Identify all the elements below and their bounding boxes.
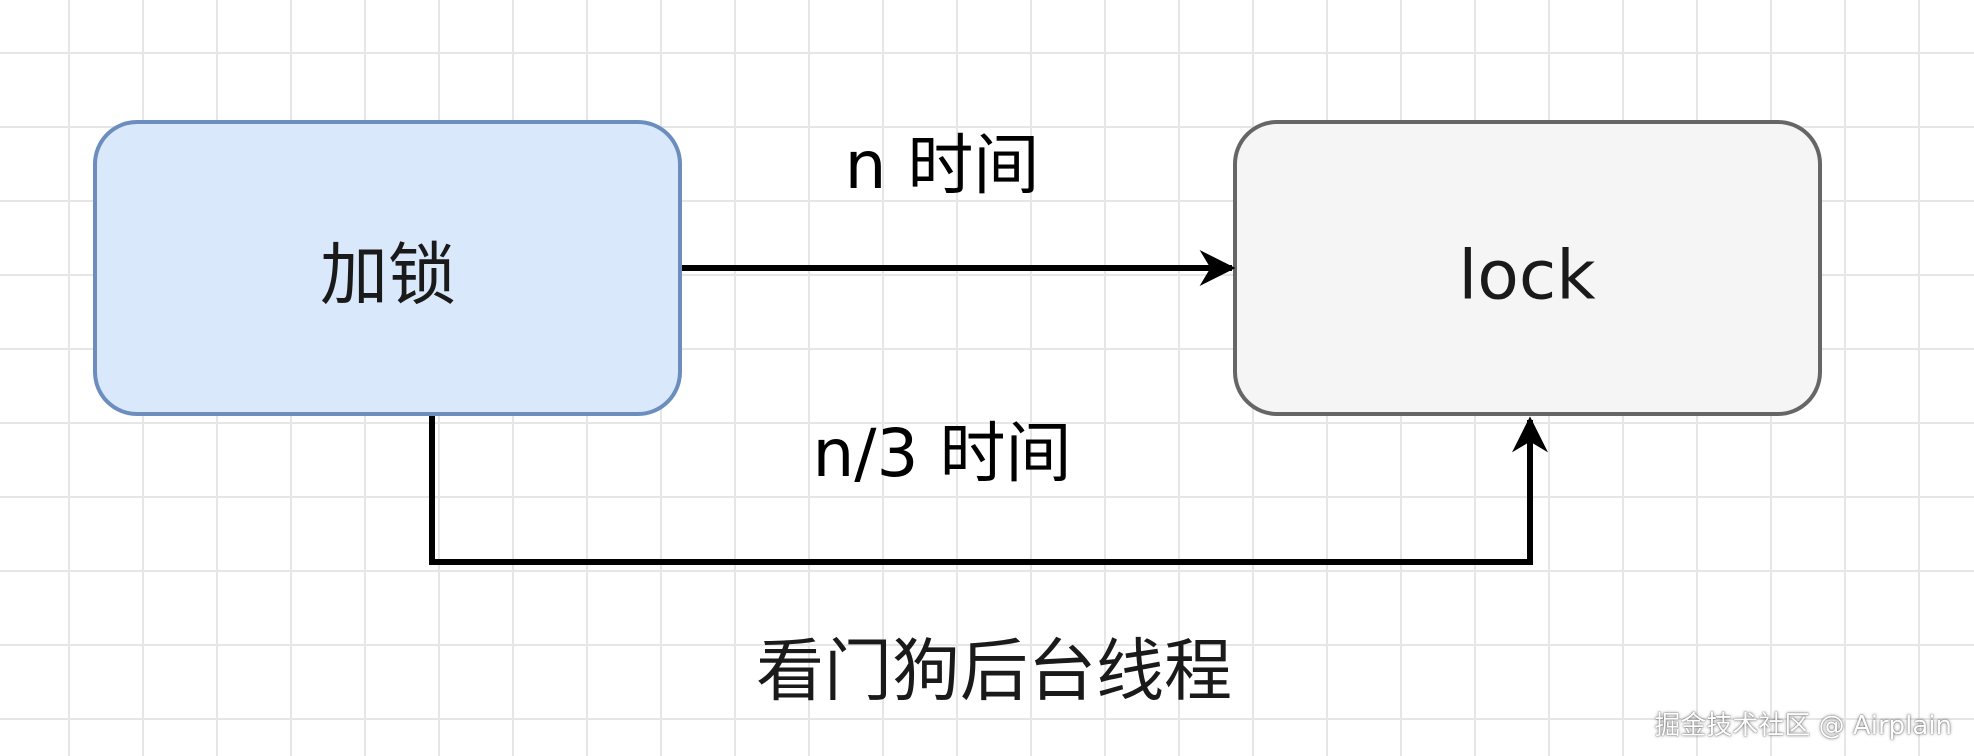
node-lock-state-label: lock — [1458, 237, 1596, 316]
edge-top-label: n 时间 — [845, 127, 1040, 204]
edge-bottom-label: n/3 时间 — [812, 415, 1071, 492]
node-lock-action-box — [93, 120, 682, 416]
diagram-caption: 看门狗后台线程 — [756, 633, 1232, 712]
edge-bottom-arrow — [429, 416, 1548, 565]
edge-bottom[interactable]: n/3 时间 — [429, 415, 1548, 565]
edge-top[interactable]: n 时间 — [682, 127, 1236, 286]
node-lock-state[interactable]: lock — [1233, 120, 1822, 416]
node-lock-action[interactable]: 加锁 — [93, 120, 682, 416]
node-lock-action-label: 加锁 — [320, 237, 456, 316]
watermark: 掘金技术社区 @ Airplain — [1654, 711, 1952, 741]
